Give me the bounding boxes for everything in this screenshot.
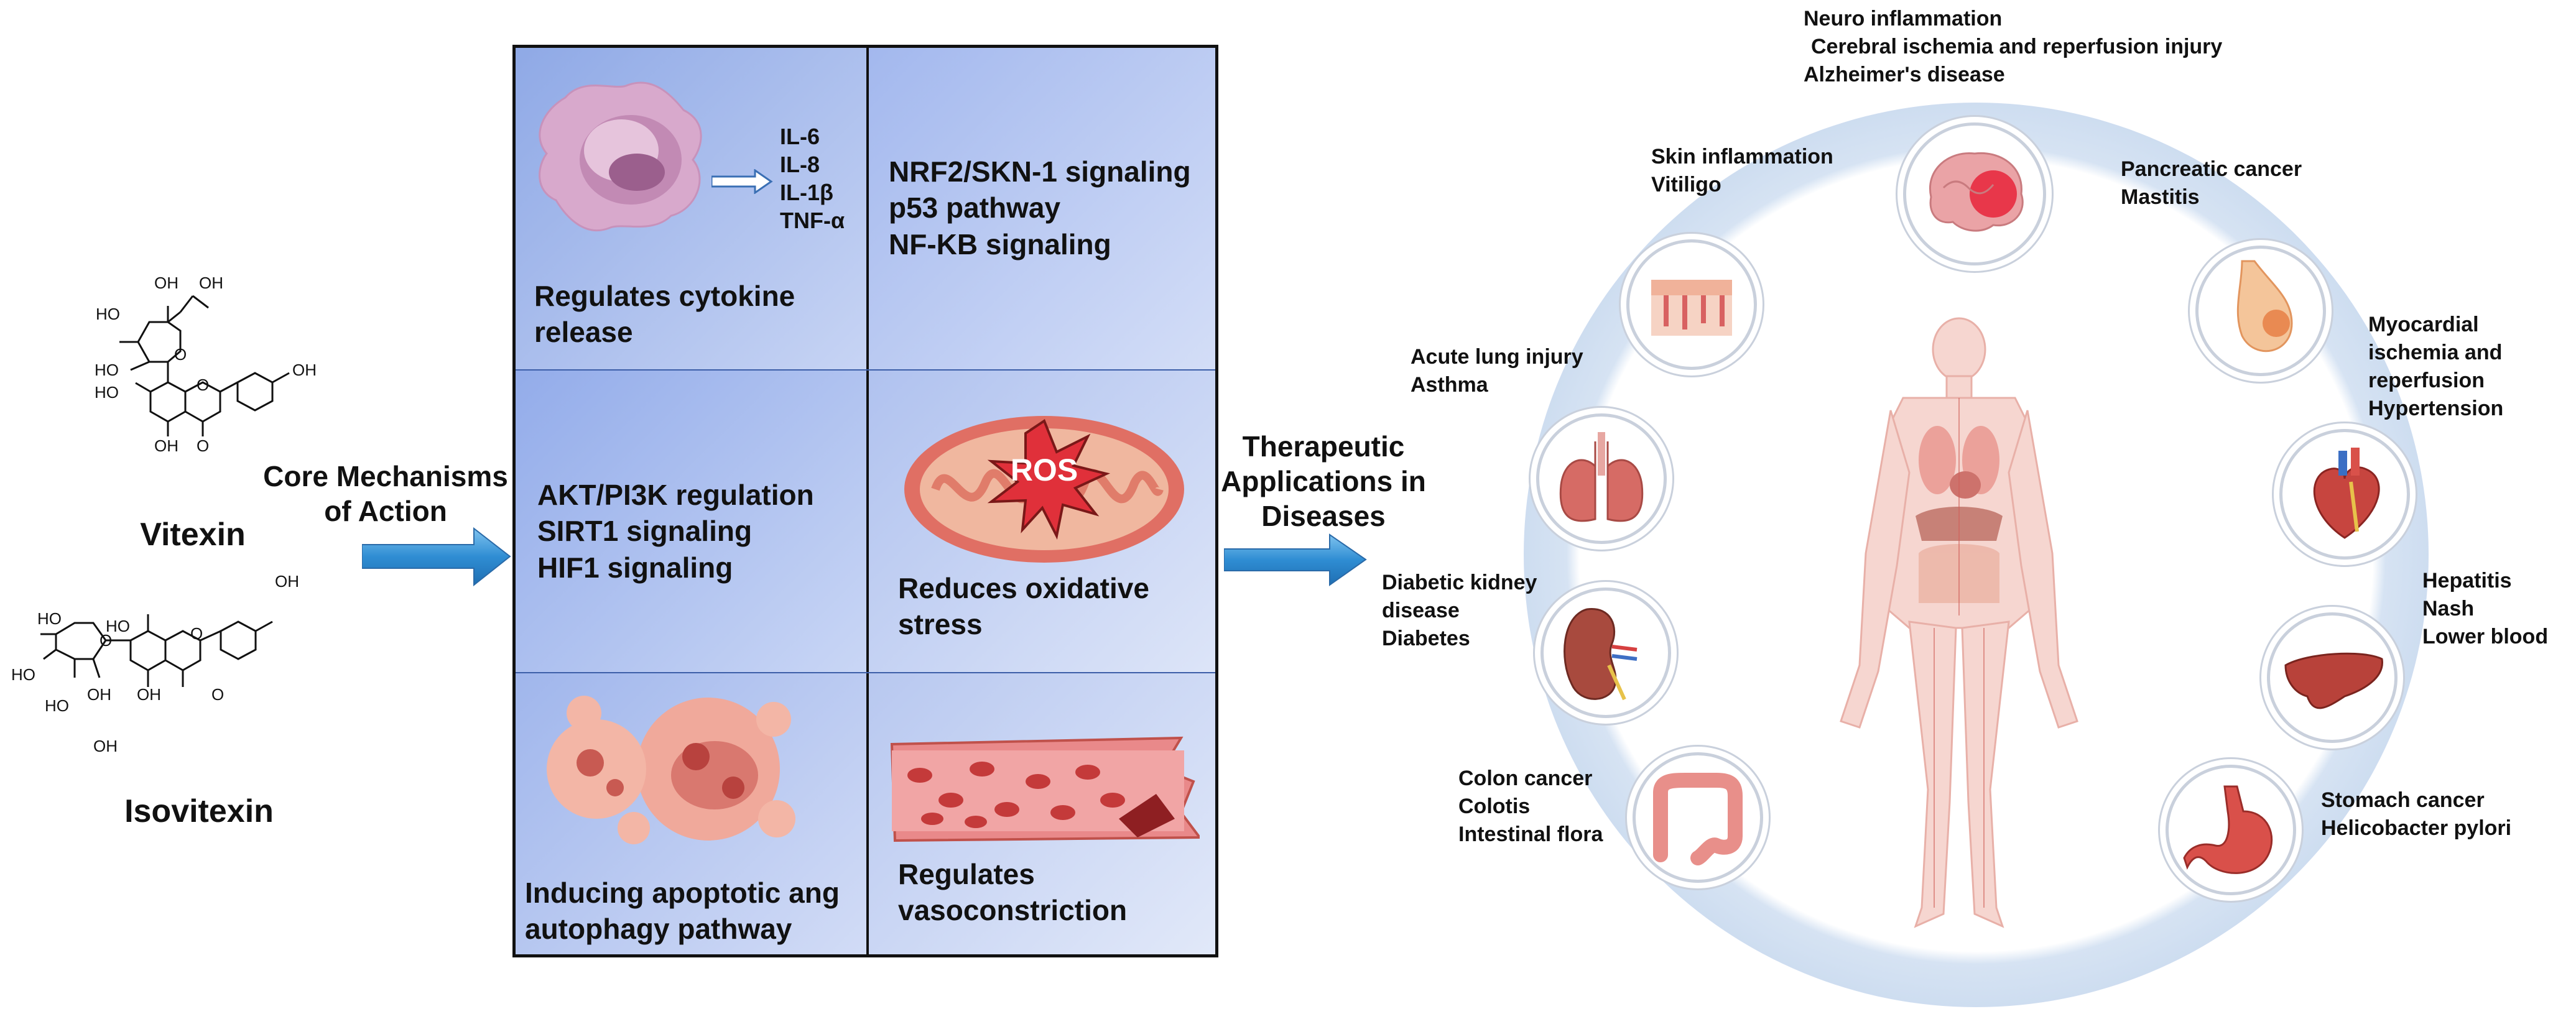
core-mechanisms-line2: of Action: [324, 495, 447, 528]
column-divider: [866, 48, 869, 954]
liver-circle: [2267, 612, 2398, 743]
lungs-circle: [1536, 413, 1667, 544]
colon-icon: [1653, 773, 1743, 865]
breast-circle: [2195, 246, 2326, 376]
heart-circle: [2279, 429, 2410, 560]
cytokine-list: IL-6 IL-8 IL-1β TNF-α: [780, 122, 845, 234]
stomach-circle: [2166, 765, 2296, 895]
brain-icon: [1929, 152, 2024, 232]
blood-vessel-icon: [889, 732, 1200, 850]
skin-circle: [1626, 239, 1757, 370]
cytokine-il6: IL-6: [780, 124, 820, 149]
atom-ho: HO: [95, 383, 119, 402]
cell-signaling-1: [869, 48, 1215, 369]
atom-oh: OH: [154, 436, 178, 455]
atom-ho: HO: [11, 665, 35, 684]
breast-icon: [2236, 260, 2293, 353]
atom-o: O: [100, 631, 113, 650]
colon-circle: [1633, 752, 1763, 883]
row-divider: [516, 672, 1215, 673]
mechanisms-box: IL-6 IL-8 IL-1β TNF-α Regulates cytokine…: [512, 45, 1218, 957]
skin-icon: [1651, 280, 1732, 336]
atom-ho: HO: [96, 305, 120, 323]
lungs-icon: [1559, 432, 1644, 522]
cytokine-tnfa: TNF-α: [780, 208, 845, 233]
atom-oh: OH: [87, 685, 111, 704]
atom-o: O: [190, 624, 203, 643]
mitochondrion-icon: [898, 408, 1190, 570]
core-mechanisms-label: Core Mechanisms of Action: [258, 459, 513, 528]
cytokine-il8: IL-8: [780, 152, 820, 177]
apoptotic-cell-icon: [528, 694, 820, 856]
atom-ho: HO: [106, 617, 130, 635]
atom-o: O: [197, 376, 210, 394]
brain-circle: [1903, 122, 2046, 265]
isovitexin-structure: OH HO O HO O HO HO OH OH O OH: [6, 572, 379, 771]
vitexin-structure: OH OH HO HO O OH HO O OH O: [81, 274, 379, 497]
atom-oh: OH: [154, 274, 178, 292]
atom-ho: HO: [45, 696, 69, 715]
isovitexin-label: Isovitexin: [124, 793, 274, 829]
atom-ho: HO: [37, 609, 62, 628]
atom-o: O: [211, 685, 225, 704]
atom-oh: OH: [275, 572, 299, 591]
atom-o: O: [174, 345, 187, 364]
neuro-diseases-label: Neuro inflammation Cerebral ischemia and…: [1804, 7, 2223, 86]
human-body-icon: [1822, 317, 2096, 951]
cell-signaling-2: [516, 371, 866, 672]
atom-oh: OH: [93, 737, 118, 755]
therapeutic-label: Therapeutic Applications in Diseases: [1221, 430, 1426, 533]
atom-oh: OH: [292, 361, 317, 379]
core-mechanisms-arrow: [362, 527, 511, 586]
atom-oh: OH: [199, 274, 223, 292]
stomach-icon: [2183, 785, 2273, 874]
atom-oh: OH: [137, 685, 161, 704]
heart-icon: [2313, 448, 2380, 539]
ros-label: ROS: [1010, 453, 1078, 487]
kidney-circle: [1541, 588, 1671, 718]
neutrophil-icon: [528, 73, 715, 241]
kidney-icon: [1564, 608, 1638, 701]
atom-o: O: [197, 436, 210, 455]
cytokine-il1b: IL-1β: [780, 180, 833, 205]
row-divider: [516, 369, 1215, 371]
vitexin-label: Vitexin: [140, 517, 246, 553]
atom-ho: HO: [95, 361, 119, 379]
liver-icon: [2284, 652, 2383, 709]
cytokine-arrow: [711, 169, 774, 194]
therapeutic-arrow: [1224, 533, 1367, 586]
core-mechanisms-line1: Core Mechanisms: [263, 460, 508, 492]
